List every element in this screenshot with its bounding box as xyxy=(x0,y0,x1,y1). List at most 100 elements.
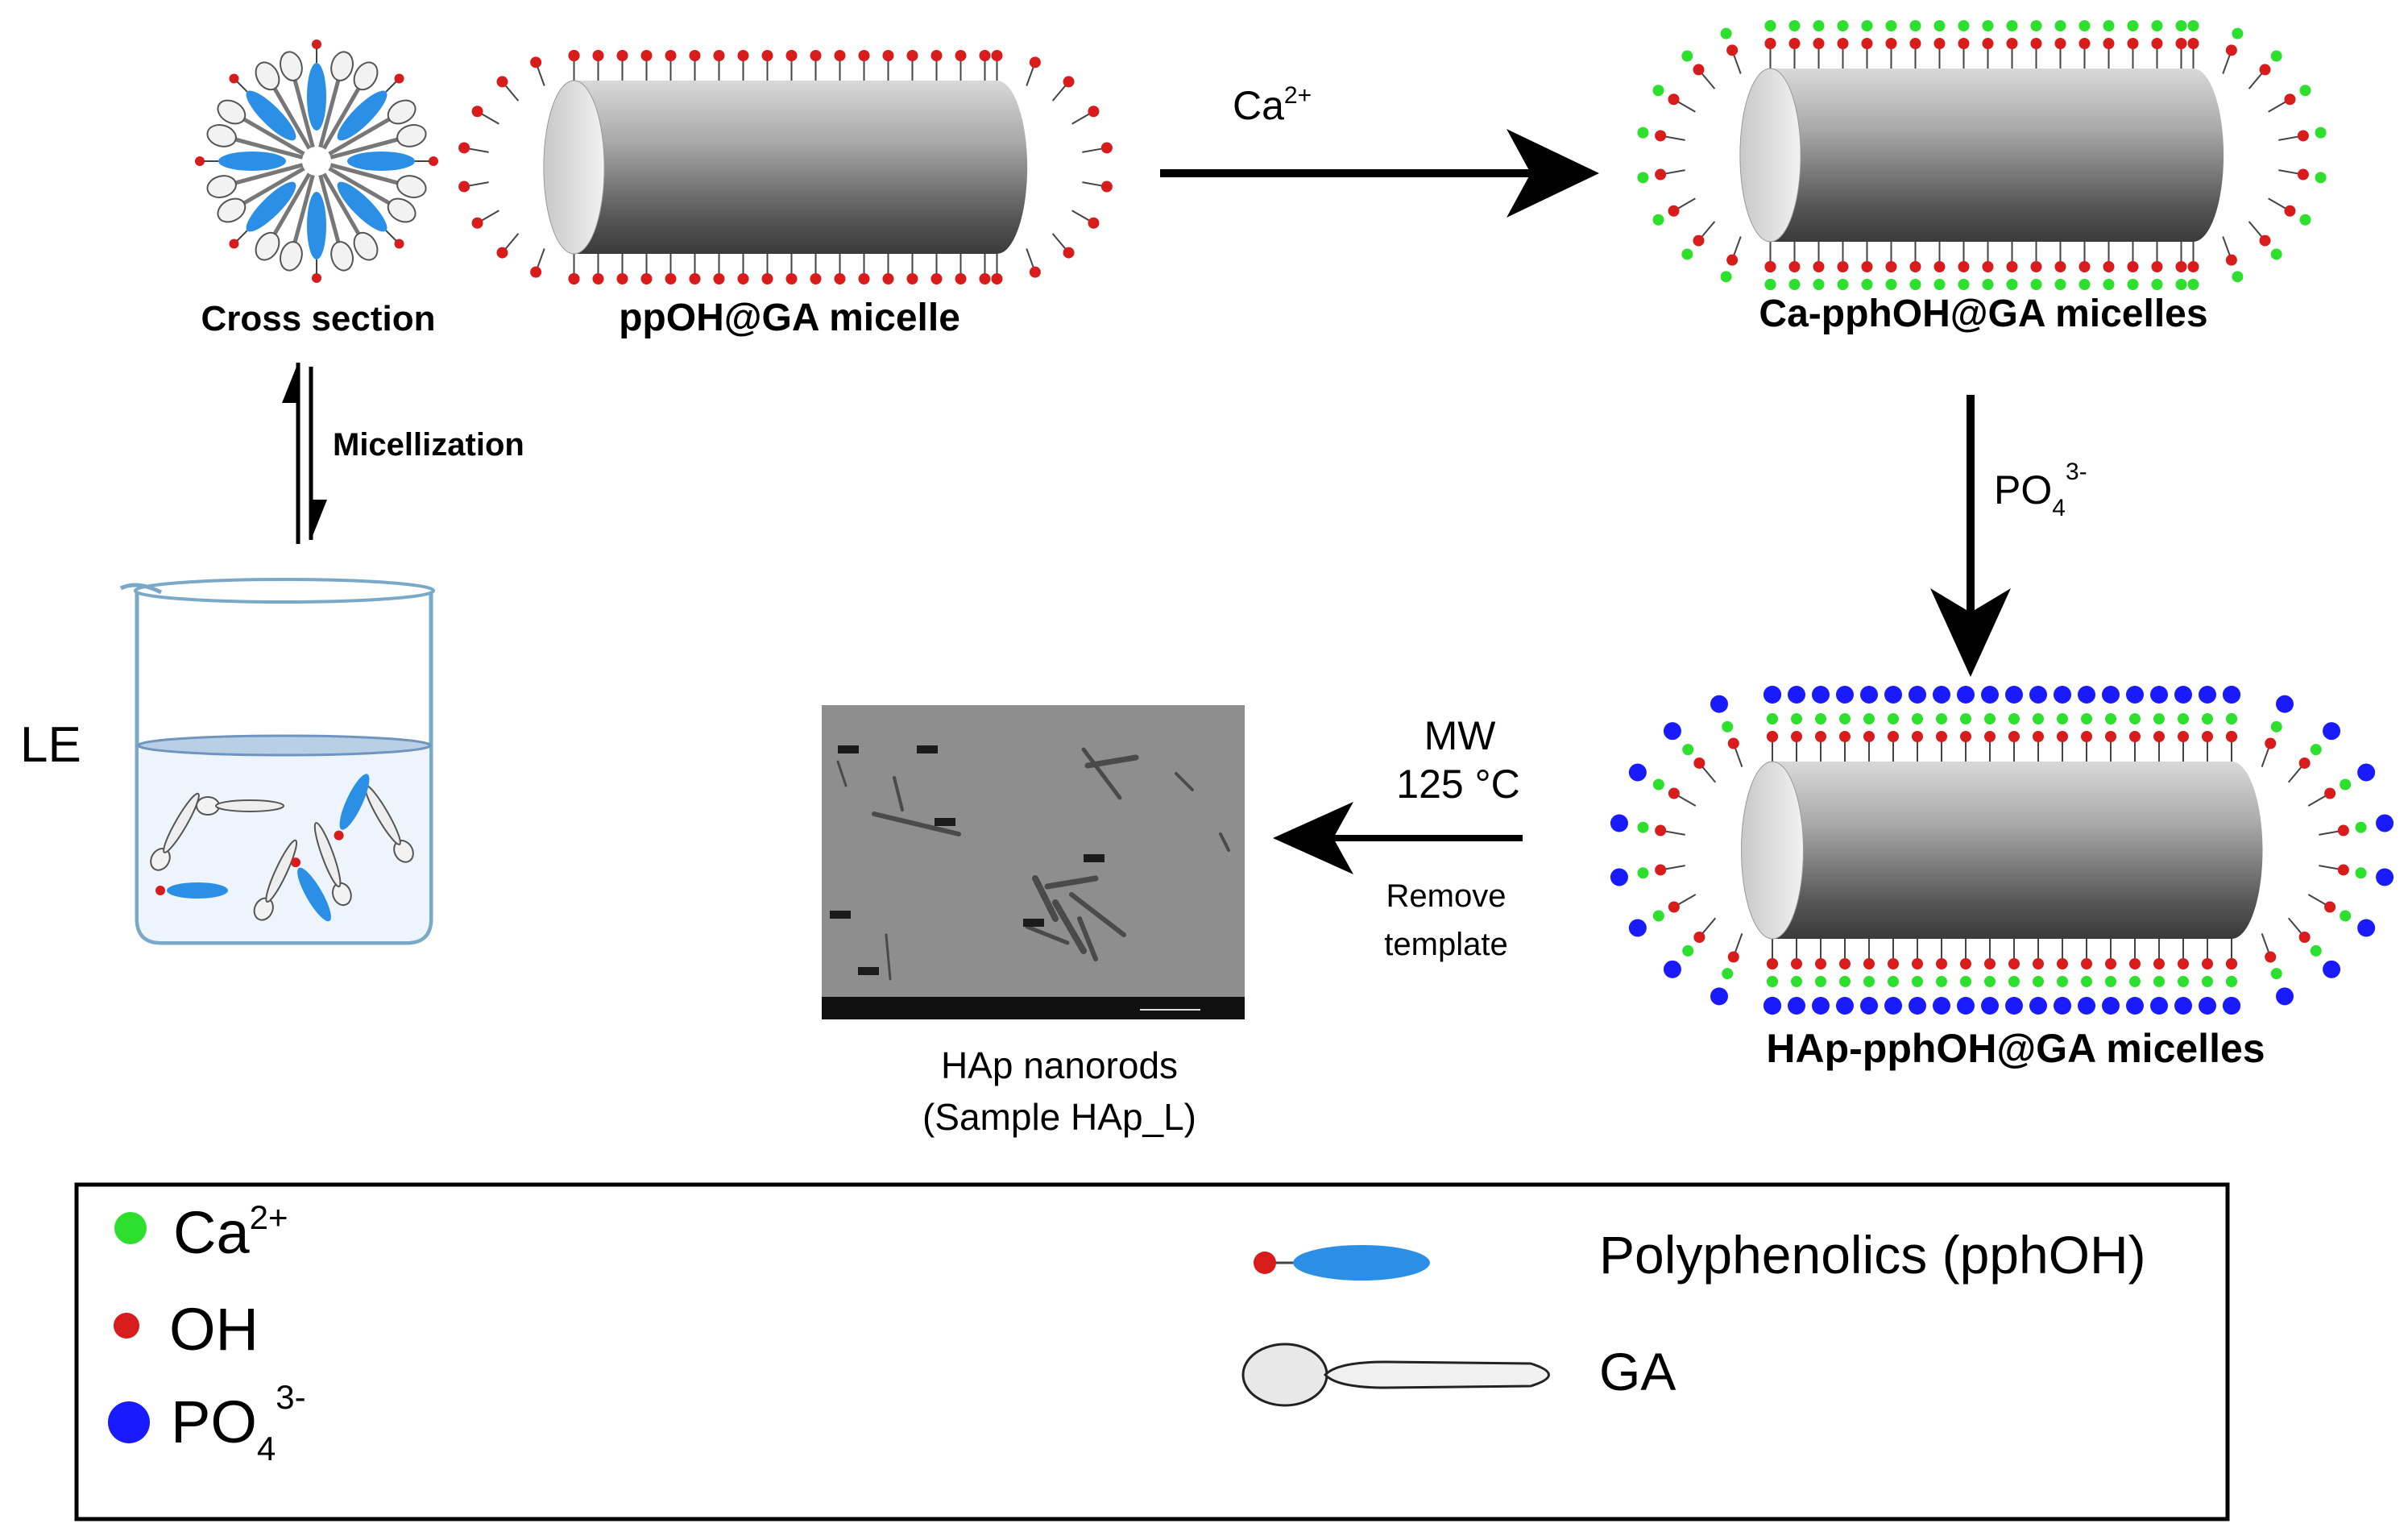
oh-dot xyxy=(2030,261,2042,272)
oh-dot xyxy=(1791,958,1802,969)
ca-dot xyxy=(1767,713,1778,724)
oh-dot xyxy=(471,217,483,229)
pphoh-molecule xyxy=(246,90,296,141)
oh-stem xyxy=(2222,53,2232,74)
oh-dot xyxy=(1958,38,1970,49)
ga-molecule xyxy=(150,792,200,871)
oh-stem xyxy=(1701,917,1717,935)
pphoh-legend-icon xyxy=(1254,1245,1430,1281)
oh-stem xyxy=(504,233,520,251)
ca-dot xyxy=(2270,968,2282,980)
oh-dot xyxy=(2033,958,2044,969)
ga-tail xyxy=(215,799,284,812)
ca-dot xyxy=(1982,20,1994,31)
rod-body xyxy=(1741,762,2263,939)
oh-stem xyxy=(2319,865,2340,870)
oh-dot xyxy=(810,50,822,61)
oh-dot xyxy=(882,273,894,284)
oh-dot xyxy=(2057,731,2068,742)
ga-tail xyxy=(321,86,361,150)
oh-stem xyxy=(2248,72,2264,89)
oh-stem xyxy=(1676,894,1697,906)
oh-dot xyxy=(689,273,701,284)
po4-dot xyxy=(2323,960,2341,978)
ca-dot xyxy=(2127,20,2139,31)
ga-head xyxy=(280,51,303,81)
oh-stem xyxy=(1732,236,1742,257)
oh-dot xyxy=(568,50,580,61)
oh-stem xyxy=(236,230,248,242)
ga-molecule xyxy=(313,822,352,907)
oh-stem xyxy=(385,81,397,93)
po4-dot xyxy=(1957,686,1975,704)
oh-dot xyxy=(1693,235,1705,247)
ga-tail xyxy=(292,78,315,148)
oh-dot xyxy=(665,50,677,61)
ga-head xyxy=(217,197,247,223)
oh-dot xyxy=(2105,731,2116,742)
ga-head xyxy=(206,124,237,147)
ca-dot xyxy=(2081,976,2092,987)
oh-dot xyxy=(1668,93,1680,106)
po4-dot xyxy=(2029,686,2047,704)
oh-dot xyxy=(229,239,239,249)
oh-dot xyxy=(2297,168,2309,181)
pphoh-body xyxy=(297,867,331,922)
oh-dot xyxy=(2153,958,2165,969)
ca-dot xyxy=(1791,976,1802,987)
pphoh-molecule xyxy=(347,152,415,171)
po4-legend-sub: 4 xyxy=(257,1430,276,1467)
oh-dot xyxy=(195,156,205,166)
po4-dot xyxy=(1957,997,1975,1015)
ga-tail xyxy=(328,117,392,156)
oh-stem xyxy=(2307,894,2327,906)
oh-stem xyxy=(1732,53,1742,74)
ca-dot xyxy=(2054,279,2066,290)
tem-info-bar xyxy=(822,997,1245,1019)
oh-dot xyxy=(496,76,508,88)
ca-dot xyxy=(1682,744,1694,756)
oh-stem xyxy=(1051,84,1067,102)
po4-reagent-charge: 3- xyxy=(2066,459,2087,485)
po4-legend-dot xyxy=(108,1401,150,1443)
oh-stem xyxy=(2278,169,2300,175)
oh-dot xyxy=(1863,731,1875,742)
ca-dot xyxy=(2270,50,2282,62)
oh-dot xyxy=(530,266,542,278)
oh-dot xyxy=(2178,958,2189,969)
po4-dot xyxy=(2102,997,2120,1015)
oh-dot xyxy=(713,50,725,61)
oh-dot xyxy=(616,50,628,61)
oh-dot xyxy=(2337,864,2349,876)
oh-dot xyxy=(1863,958,1875,969)
ca-dot xyxy=(2153,976,2165,987)
oh-dot xyxy=(1764,38,1776,49)
nanorod xyxy=(1219,832,1230,852)
ca-dot xyxy=(1722,720,1734,733)
oh-dot xyxy=(458,181,470,193)
ca-dot xyxy=(1912,976,1923,987)
ga-head xyxy=(353,61,379,91)
measurement-tag xyxy=(917,745,938,753)
oh-dot xyxy=(2225,254,2237,266)
ga-tail xyxy=(313,822,342,888)
oh-dot xyxy=(955,273,967,284)
oh-stem xyxy=(385,230,397,242)
po4-dot xyxy=(1836,686,1854,704)
oh-dot xyxy=(1909,38,1921,49)
oh-dot xyxy=(1655,130,1667,142)
ca-dot xyxy=(2129,713,2141,724)
oh-dot xyxy=(2259,64,2271,76)
oh-dot xyxy=(1958,261,1970,272)
beaker-liquid xyxy=(139,745,429,941)
oh-dot xyxy=(2127,38,2139,49)
oh-dot xyxy=(1063,76,1075,88)
oh-dot xyxy=(2284,93,2296,106)
oh-dot xyxy=(2175,38,2187,49)
beaker-rim xyxy=(134,578,435,604)
ca-legend-dot xyxy=(114,1212,147,1244)
oh-dot xyxy=(2079,38,2091,49)
oh-dot xyxy=(1100,142,1113,154)
oh-stem xyxy=(1734,746,1743,767)
po4-dot xyxy=(1981,686,1999,704)
